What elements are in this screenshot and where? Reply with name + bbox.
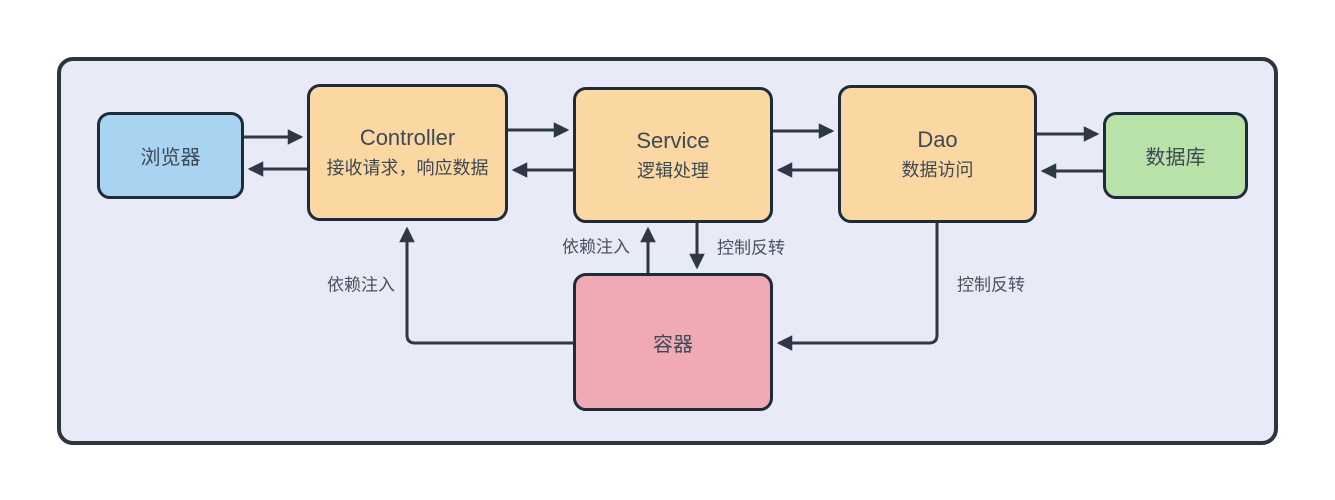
node-service-title: Service [636, 127, 710, 153]
node-controller: Controller 接收请求，响应数据 [307, 84, 508, 221]
node-container-label: 容器 [653, 333, 693, 356]
node-browser: 浏览器 [97, 112, 244, 199]
edge-label-dependency-injection-controller: 依赖注入 [327, 275, 395, 295]
node-dao-subtitle: 数据访问 [901, 159, 974, 180]
node-dao: Dao 数据访问 [838, 85, 1037, 223]
edge-label-dependency-injection-service: 依赖注入 [562, 237, 630, 257]
node-browser-label: 浏览器 [140, 147, 201, 169]
node-dao-title: Dao [917, 126, 958, 152]
edge-label-inversion-of-control-service: 控制反转 [717, 238, 785, 258]
node-controller-title: Controller [359, 125, 456, 150]
node-database-label: 数据库 [1145, 147, 1206, 169]
node-service-subtitle: 逻辑处理 [637, 160, 709, 181]
node-service: Service 逻辑处理 [573, 87, 773, 223]
edge-label-inversion-of-control-dao: 控制反转 [957, 275, 1025, 295]
node-container: 容器 [573, 273, 773, 411]
node-database: 数据库 [1103, 112, 1248, 199]
node-controller-subtitle: 接收请求，响应数据 [326, 158, 489, 179]
